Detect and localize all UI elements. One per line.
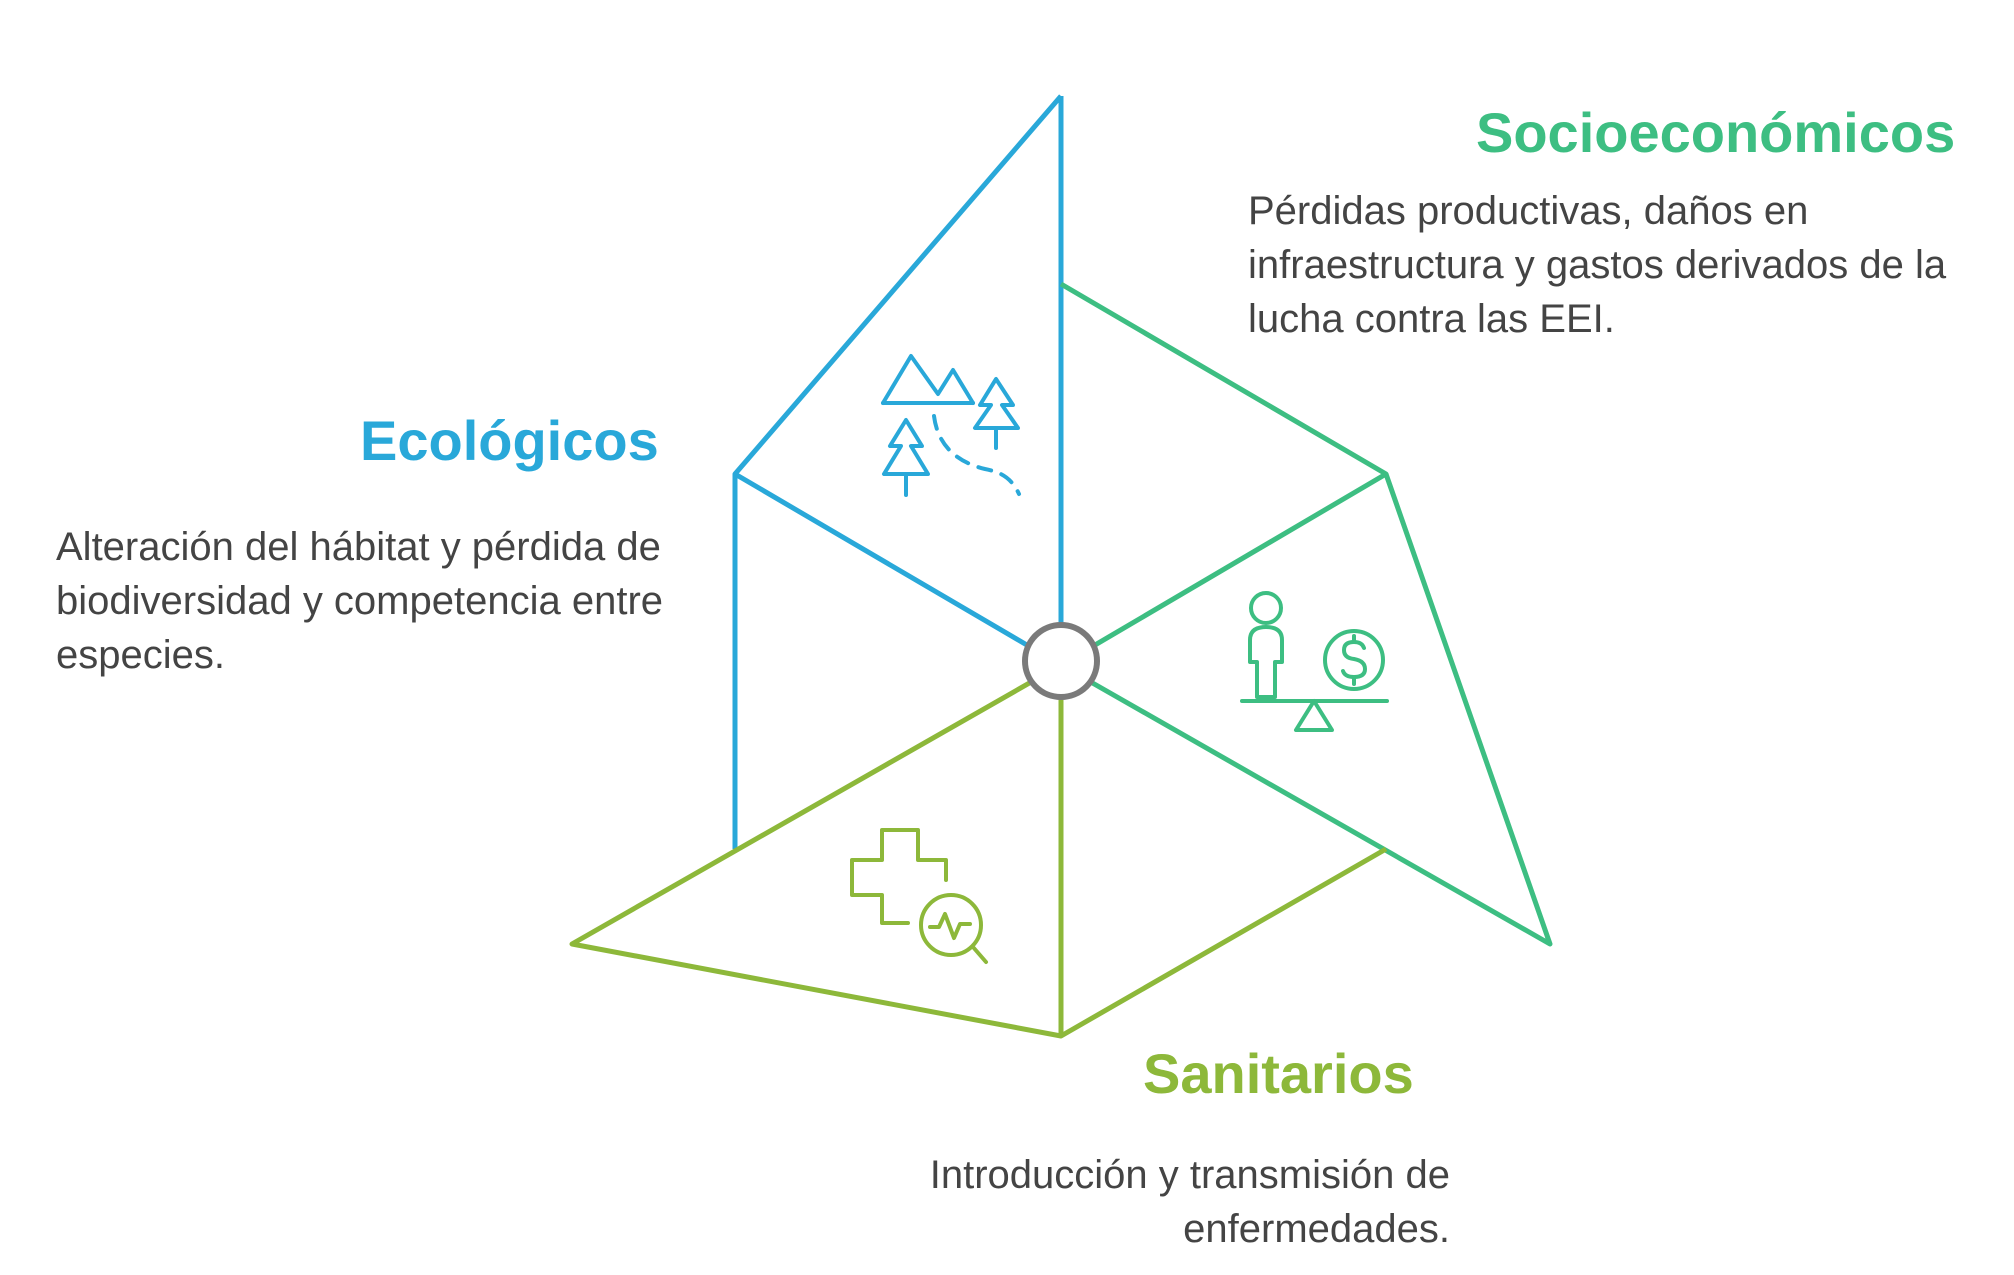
- center-hub: [1022, 622, 1100, 700]
- socioeconomicos-blade: [1059, 281, 1553, 947]
- sanitarios-description: Introducción y transmisión de enfermedad…: [929, 1153, 1450, 1251]
- health-cross-magnifier-icon: [850, 828, 988, 964]
- socioeconomicos-description: Pérdidas productivas, daños en infraestr…: [1248, 189, 1947, 341]
- landscape-trees-icon: [881, 354, 1021, 497]
- sanitarios-title: Sanitarios: [1143, 1042, 1414, 1105]
- ecologicos-title: Ecológicos: [360, 409, 659, 472]
- ecologicos-blade: [732, 94, 1064, 849]
- socioeconomicos-title: Socioeconómicos: [1476, 101, 1956, 164]
- sanitarios-blade: [569, 662, 1388, 1039]
- ecologicos-description: Alteración del hábitat y pérdida de biod…: [56, 525, 664, 677]
- person-money-balance-icon: [1240, 591, 1389, 732]
